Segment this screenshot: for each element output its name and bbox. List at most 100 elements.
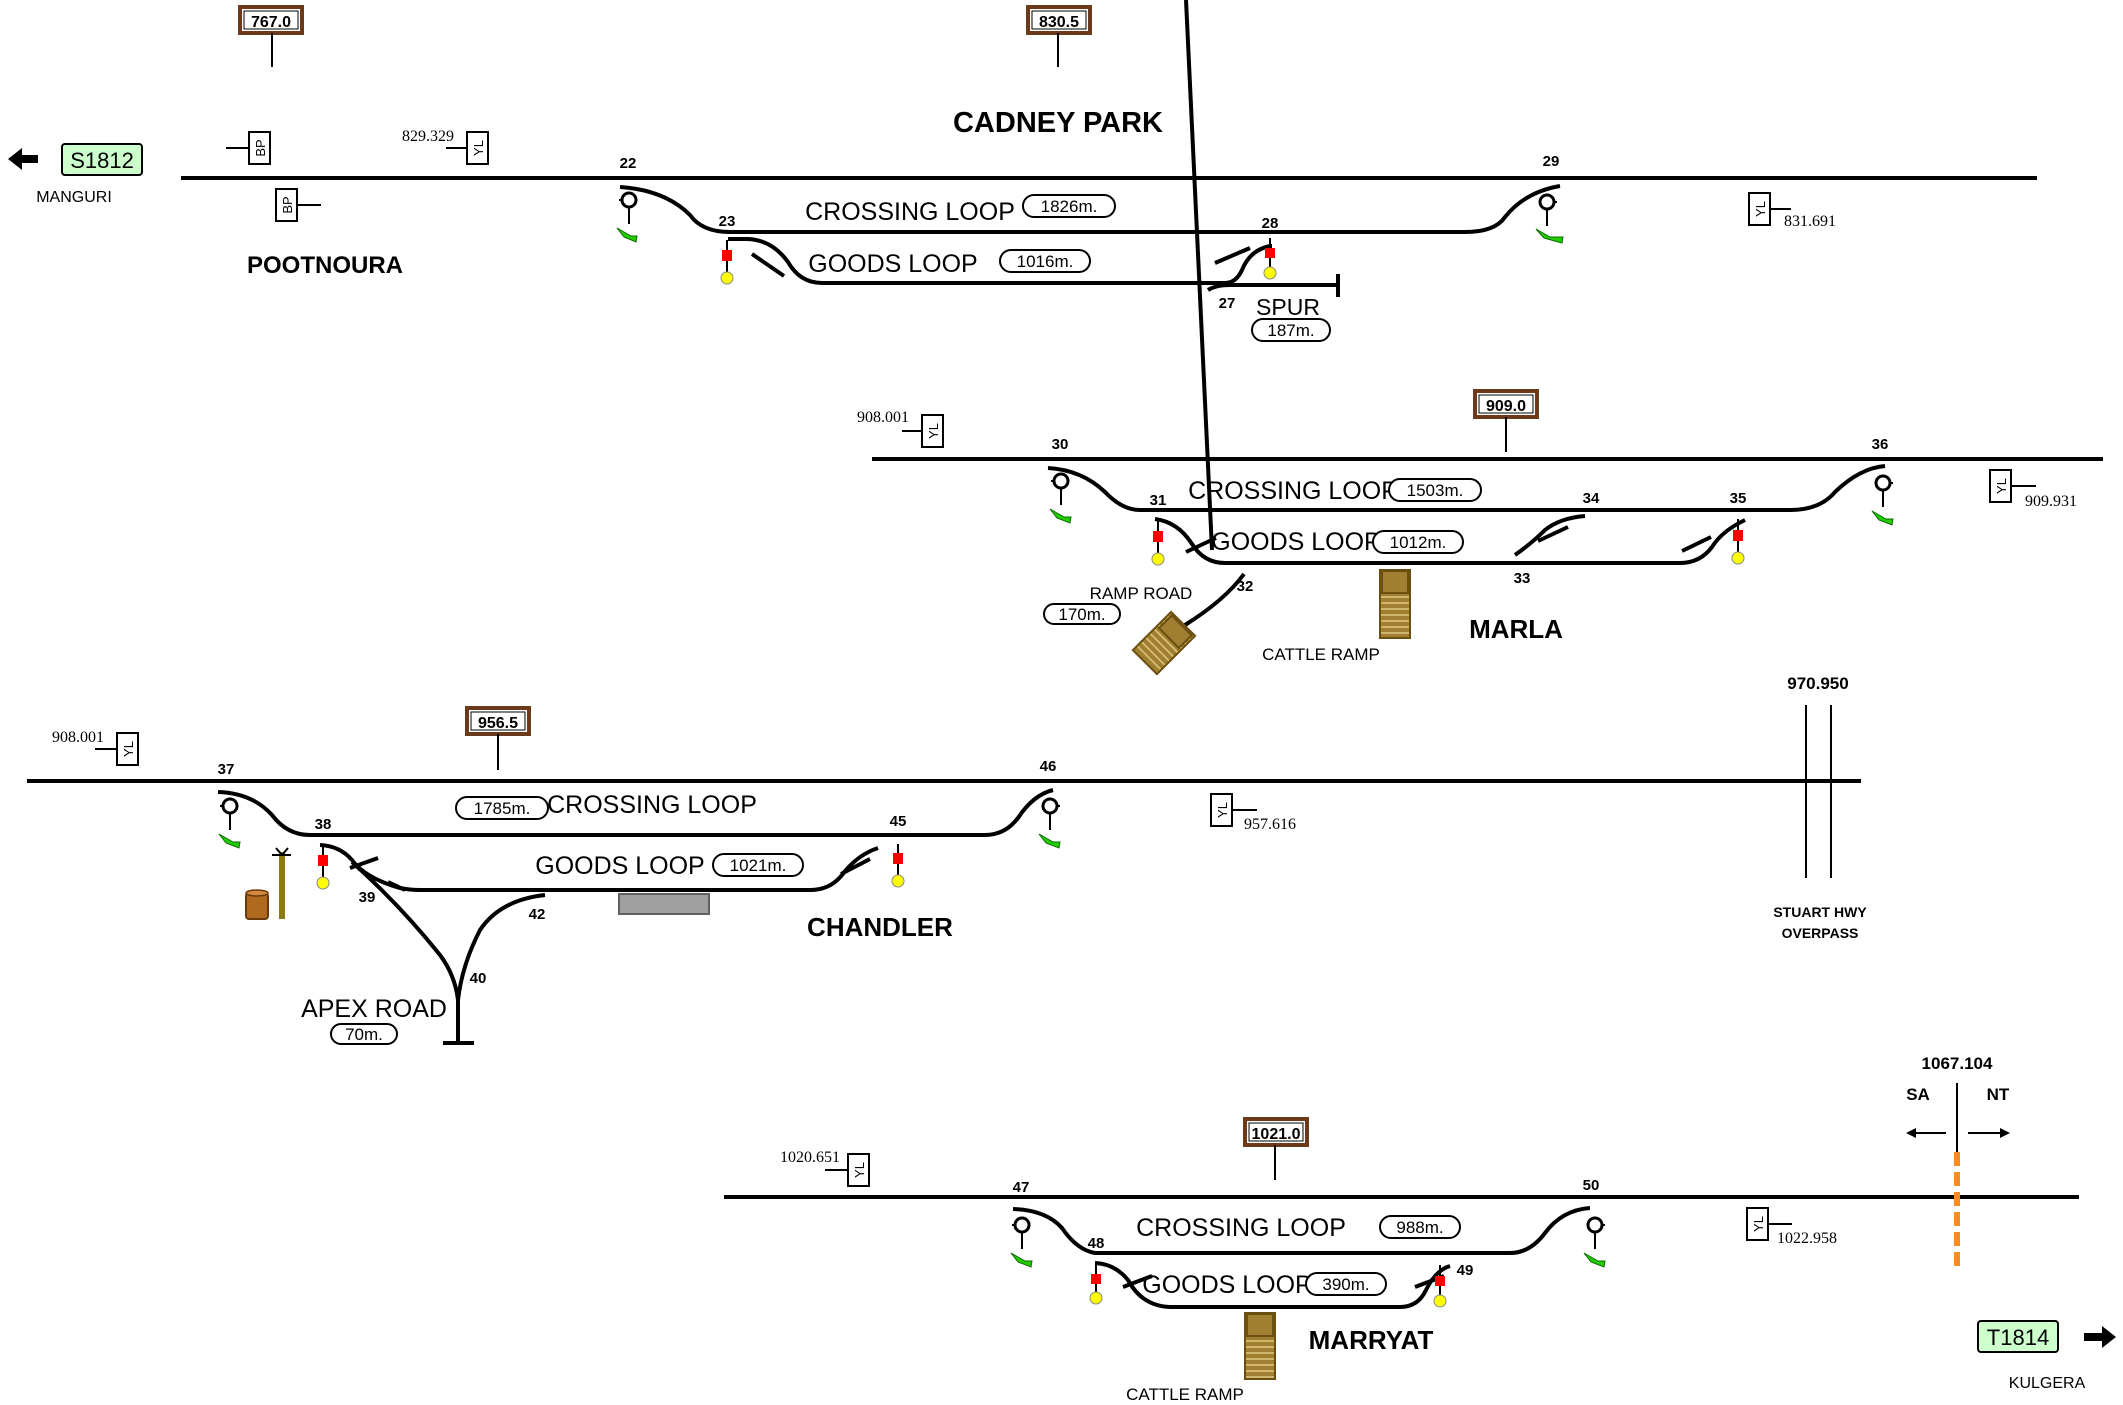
crossing-loop-length: 1826m. [1041,197,1098,216]
overpass-label-line2: OVERPASS [1782,925,1859,941]
stop-signal [891,844,905,888]
cattle-ramp [1244,1312,1276,1380]
km-board-830: 830.5 [1026,5,1092,67]
border-label-nt: NT [1987,1085,2010,1104]
point-number: 47 [1013,1179,1030,1196]
point-bar [1122,1274,1153,1289]
goods-loop-length: 390m. [1322,1275,1369,1294]
km-label: 1022.958 [1777,1230,1837,1247]
point-number: 35 [1730,490,1747,507]
dwarf-signal [1871,474,1894,526]
stop-signal [1731,519,1745,565]
point-number: 32 [1237,578,1254,595]
goods-loop-label: GOODS LOOP [1142,1271,1311,1299]
point-bar [750,252,786,278]
section-sign-label: T1814 [1987,1325,2049,1350]
crossing-loop-track [217,788,1054,837]
direction-label-kulgera: KULGERA [2009,1375,2086,1392]
point-number: 37 [218,761,235,778]
km-board-label: 830.5 [1039,14,1079,31]
point-number: 38 [315,816,332,833]
section-sign-s1812: S1812 MANGURI [8,143,143,206]
yl-sign: YL 909.931 [1989,469,2077,510]
point-bar [349,856,379,870]
dwarf-signal [1049,472,1072,524]
km-board-1021: 1021.0 [1243,1117,1309,1180]
km-label: 957.616 [1244,816,1296,833]
crossing-loop-label: CROSSING LOOP [805,198,1015,226]
dwarf-signal [1535,193,1564,244]
svg-text:BP: BP [280,196,295,213]
platform [618,893,710,915]
spur-label: SPUR [1256,294,1320,320]
km-board-label: 1021.0 [1252,1126,1301,1143]
crossover-track [1513,514,1586,557]
station-name-marla: MARLA [1469,614,1563,644]
km-label: 908.001 [52,729,104,746]
cattle-ramp [1379,569,1411,639]
point-number: 22 [620,155,637,172]
km-board-label: 909.0 [1486,398,1526,415]
bp-sign: BP [275,188,321,222]
crossing-loop-length: 988m. [1396,1218,1443,1237]
arrow-left-icon [1906,1128,1916,1138]
apex-road-length: 70m. [345,1025,383,1044]
point-bar [840,857,871,876]
km-board-label: 767.0 [251,14,291,31]
cattle-ramp-diagonal [1131,610,1197,676]
km-label: 908.001 [857,409,909,426]
yl-sign: YL 957.616 [1210,793,1296,833]
point-number: 34 [1583,490,1600,507]
station-name-marryat: MARRYAT [1309,1325,1434,1355]
svg-text:YL: YL [852,1162,867,1178]
svg-text:YL: YL [1994,478,2009,494]
yl-sign: YL 831.691 [1748,192,1836,230]
overpass-label-line1: STUART HWY [1773,904,1867,920]
point-number: 40 [470,970,487,987]
apex-road-track [350,860,460,1043]
svg-text:YL: YL [1753,201,1768,217]
water-tank-icon [245,889,269,920]
goods-loop-track [728,237,1272,285]
km-label: 1020.651 [780,1149,840,1166]
ramp-road-length: 170m. [1058,605,1105,624]
point-number: 50 [1583,1177,1600,1194]
point-number: 49 [1457,1262,1474,1279]
svg-text:YL: YL [471,140,486,156]
goods-loop-label: GOODS LOOP [1211,528,1380,556]
crossing-loop-track [619,184,1561,234]
stop-signal [1433,1265,1447,1308]
yl-sign: 1020.651 YL [780,1149,870,1187]
spur-length: 187m. [1267,321,1314,340]
goods-loop-label: GOODS LOOP [808,250,977,278]
dwarf-signal [218,797,241,849]
km-label: 909.931 [2025,493,2077,510]
point-bar [1681,535,1712,553]
dwarf-signal [1010,1216,1033,1268]
section-marryat: 1021.0 1020.651 YL CROSSING LOOP 988m. G… [724,1054,2116,1404]
km-label: 970.950 [1787,674,1848,693]
svg-text:BP: BP [253,139,268,156]
crossing-loop-track [1047,464,1886,512]
point-number: 31 [1150,492,1167,509]
apex-road-wye [456,893,546,1001]
crossing-loop-label: CROSSING LOOP [1188,477,1398,505]
point-number: 36 [1872,436,1889,453]
svg-text:YL: YL [1751,1216,1766,1232]
yl-sign: YL 1022.958 [1746,1207,1837,1247]
stop-signal [1151,521,1165,566]
stop-signal [1263,238,1277,280]
goods-loop-track [1154,517,1746,565]
point-bar [1185,536,1217,554]
crossing-loop-length: 1503m. [1407,481,1464,500]
yl-sign: 908.001 YL [857,409,944,448]
section-marla: 909.0 908.001 YL CROSSING LOOP 1503m. GO… [857,0,2103,676]
apex-road-label: APEX ROAD [301,995,447,1023]
stop-signal [720,240,734,285]
dwarf-signal [1583,1216,1606,1268]
goods-loop-label: GOODS LOOP [535,852,704,880]
crossing-loop-label: CROSSING LOOP [547,791,757,819]
stop-signal [316,846,330,890]
goods-loop-length: 1012m. [1390,533,1447,552]
